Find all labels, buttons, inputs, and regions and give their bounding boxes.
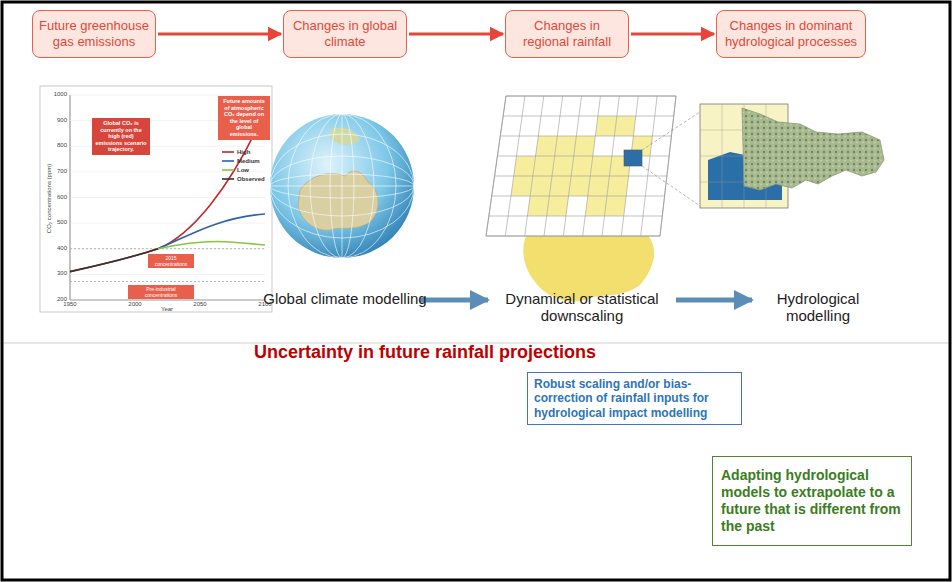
legend-line — [222, 169, 234, 171]
process-box: Changes in dominant hydrological process… — [716, 10, 866, 58]
flow-arrow — [158, 33, 281, 36]
legend-text: Medium — [237, 158, 260, 165]
legend-line — [222, 178, 234, 180]
note-box: Robust scaling and/or bias-correction of… — [527, 372, 742, 425]
globe — [270, 114, 414, 258]
flow-arrow — [420, 298, 488, 303]
flow-arrow — [676, 298, 752, 303]
axis-title: CO₂ concentrations (ppm) — [47, 163, 54, 232]
legend-text: High — [237, 149, 250, 156]
box-text: Robust scaling and/or bias-correction of… — [534, 377, 735, 420]
stage-label: Dynamical or statistical downscaling — [497, 290, 667, 325]
box-text: Future amounts of atmospheric CO₂ depend… — [221, 98, 267, 138]
box-text: Pre-industrial concentrations — [131, 286, 191, 298]
box-text: Global CO₂ is currently on the high (red… — [95, 120, 147, 153]
tick-label: 600 — [57, 194, 67, 201]
tick-label: 2050 — [193, 301, 206, 308]
tick-label: 900 — [57, 117, 67, 124]
box-text: Changes in regional rainfall — [512, 18, 622, 49]
tick-label: 800 — [57, 142, 67, 149]
callout-box: Global CO₂ is currently on the high (red… — [92, 118, 150, 155]
legend-text: Observed — [237, 176, 265, 183]
legend-text: Low — [237, 167, 249, 174]
tick-label: 300 — [57, 270, 67, 277]
tick-label: 2000 — [128, 301, 141, 308]
box-text: Changes in global climate — [290, 18, 400, 49]
legend-line — [222, 151, 234, 153]
process-box: Changes in global climate — [283, 10, 407, 58]
process-box: Future greenhouse gas emissions — [32, 10, 156, 58]
process-box: Changes in regional rainfall — [505, 10, 629, 58]
axis-title: Year — [161, 306, 173, 313]
legend-line — [222, 160, 234, 162]
tag-box: Pre-industrial concentrations — [128, 285, 194, 299]
tick-label: 1000 — [54, 91, 67, 98]
stage-label: Hydrological modelling — [763, 290, 873, 325]
box-text: Changes in dominant hydrological process… — [723, 18, 859, 49]
callout-box: Future amounts of atmospheric CO₂ depend… — [218, 96, 270, 140]
box-text: 2015 concentrations — [151, 255, 191, 267]
stage-label: Global climate modelling — [263, 290, 426, 307]
co2-chart — [40, 86, 272, 312]
flow-arrow — [409, 33, 503, 36]
note-box: Adapting hydrological models to extrapol… — [712, 456, 912, 546]
flow-arrow — [631, 33, 714, 36]
tick-label: 1950 — [63, 301, 76, 308]
box-text: Adapting hydrological models to extrapol… — [721, 467, 903, 534]
tag-box: 2015 concentrations — [148, 254, 194, 268]
tick-label: 700 — [57, 168, 67, 175]
tick-label: 500 — [57, 219, 67, 226]
tick-label: 2100 — [258, 301, 271, 308]
tick-label: 400 — [57, 245, 67, 252]
box-text: Future greenhouse gas emissions — [39, 18, 149, 49]
victoria-map — [742, 108, 884, 190]
heading-text: Uncertainty in future rainfall projectio… — [254, 342, 596, 363]
